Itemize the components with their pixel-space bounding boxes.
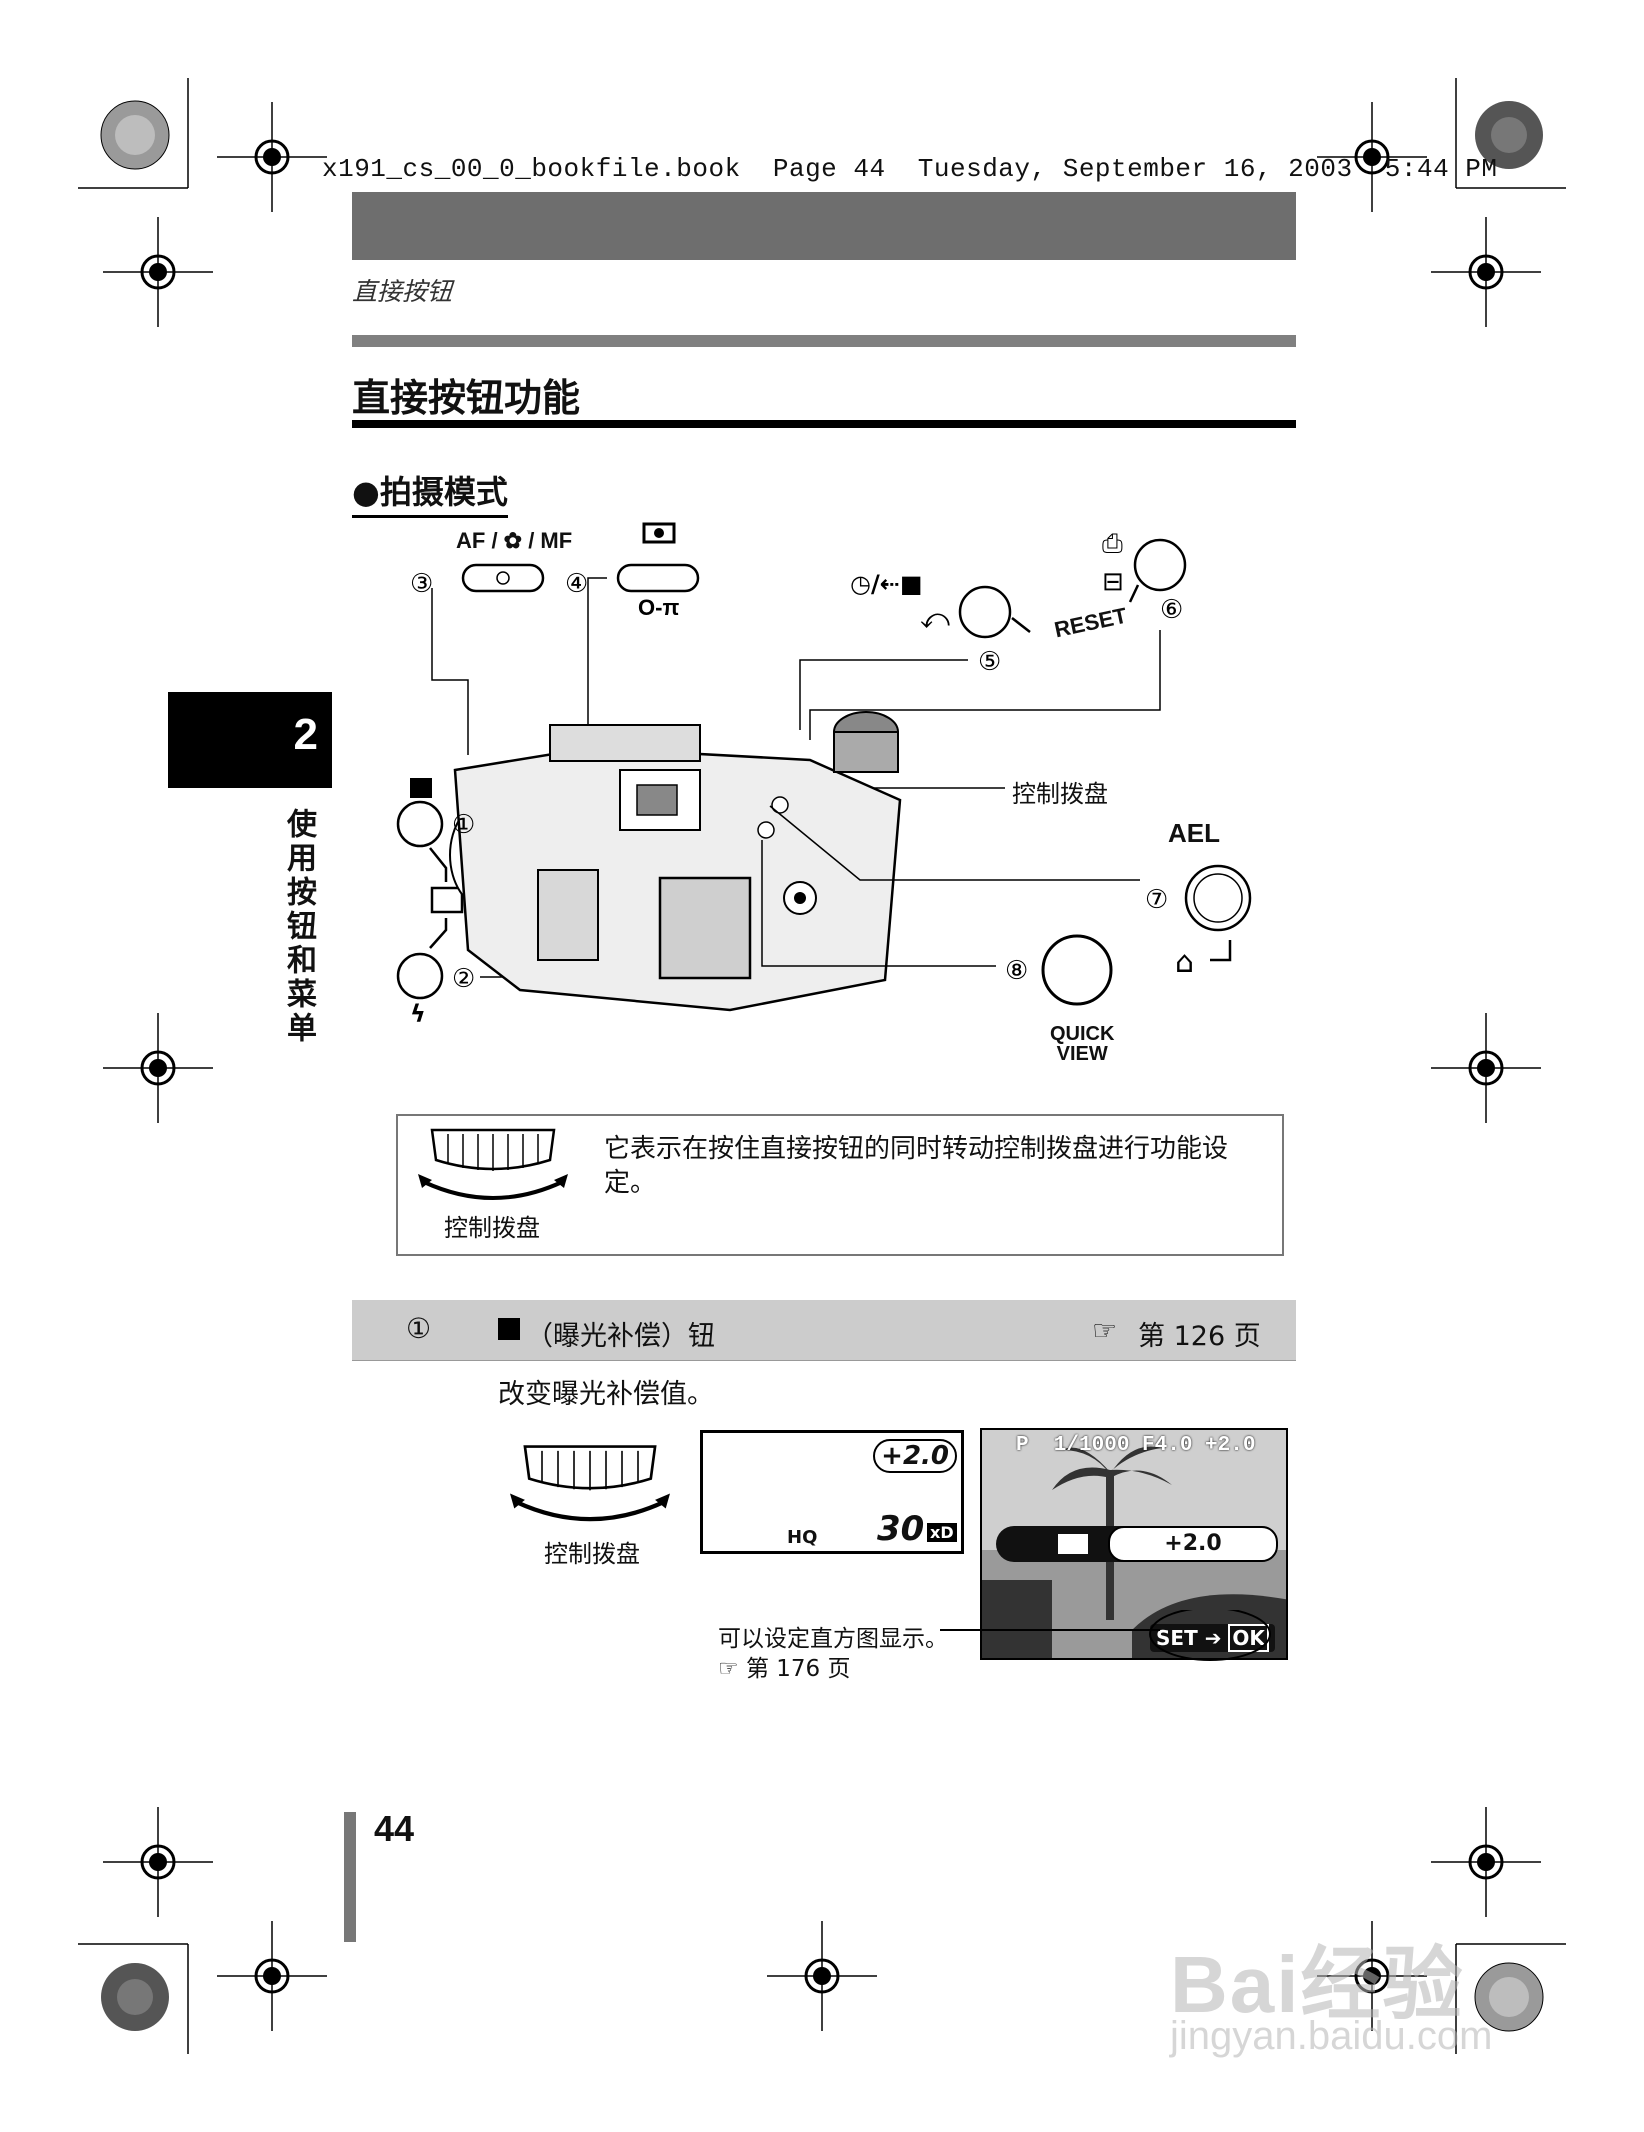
flash-button (396, 952, 444, 1000)
print-button (1133, 538, 1187, 592)
page-number: 44 (374, 1808, 415, 1849)
file-info: x191_cs_00_0_bookfile.book Page 44 Tuesd… (322, 154, 1498, 184)
title-rule (352, 420, 1296, 428)
svg-text:⑧: ⑧ (1005, 956, 1028, 986)
watermark-logo: Bai经验 (1170, 1940, 1465, 2029)
control-panel-lcd: +2.0 HQ 30 xD (700, 1430, 964, 1554)
svg-text:⑥: ⑥ (1160, 595, 1183, 625)
pointing-hand-icon: ☞ (718, 1656, 739, 1682)
histogram-pointer (940, 1610, 1271, 1661)
svg-text:②: ② (452, 964, 475, 994)
control-dial-icon (418, 1128, 568, 1200)
chapter-number: 2 (293, 710, 318, 759)
flash-comp-icon (430, 886, 464, 914)
exposure-comp-icon (1058, 1534, 1088, 1554)
af-mf-label: AF / ✿ / MF (456, 528, 573, 553)
rotate-icon: ⤺ (920, 602, 950, 635)
ael-label: AEL (1168, 818, 1220, 848)
exposure-comp-overlay: +2.0 (996, 1526, 1278, 1562)
chapter-label: 使用按钮和菜单 (281, 808, 316, 1046)
page-title: 直接按钮功能 (352, 376, 581, 420)
lcd-media: xD (927, 1523, 957, 1542)
camera-diagram: O-π ◷/⇠■ ⤺ ⎙ ⊟ ϟ ⌂ (396, 522, 1252, 1028)
self-timer-button (958, 585, 1012, 639)
note-box (396, 1114, 1284, 1256)
row-page-ref: 第 126 页 (1138, 1321, 1261, 1352)
svg-text:①: ① (452, 810, 475, 840)
monitor-screen: P 1/1000 F4.0 +2.0 +2.0 SET ➔ OK (980, 1428, 1288, 1660)
arrow-right-icon: ➔ (1204, 1626, 1222, 1650)
ok-label: OK (1228, 1624, 1269, 1652)
self-timer-icon: ◷/⇠■ (850, 570, 923, 598)
lock-icon: O-π (638, 595, 679, 620)
breadcrumb: 直接按钮 (352, 277, 453, 306)
pointing-hand-icon: ☞ (1092, 1314, 1118, 1347)
erase-icon: ⌂ (1175, 945, 1194, 980)
svg-text:⑦: ⑦ (1145, 885, 1168, 915)
screen-comp-value: +2.0 (1108, 1526, 1278, 1562)
camera-illustration (449, 711, 902, 1012)
print-order-icon: ⎙ (1102, 529, 1123, 559)
svg-text:④: ④ (565, 569, 588, 599)
flash-icon: ϟ (410, 1000, 426, 1028)
histogram-note: 可以设定直方图显示。 ☞ 第 176 页 (718, 1624, 948, 1684)
note-dial-label: 控制拨盘 (444, 1214, 540, 1242)
row-title: （曝光补偿）钮 (526, 1321, 715, 1352)
svg-text:⑤: ⑤ (978, 647, 1001, 677)
section-divider (352, 335, 1296, 347)
header-bar (352, 192, 1296, 260)
quick-view-button (1041, 934, 1113, 1006)
page-number-bar (344, 1812, 356, 1942)
exposure-comp-button (396, 800, 444, 848)
exposure-comp-icon (410, 778, 432, 798)
chapter-tab: 2 (168, 692, 332, 788)
control-dial-icon (510, 1445, 670, 1522)
quick-view-label: QUICK VIEW (1050, 1023, 1115, 1065)
metering-button (616, 563, 700, 593)
histogram-note-text: 可以设定直方图显示。 (718, 1626, 948, 1652)
set-label: SET (1156, 1626, 1198, 1650)
exposure-comp-icon (498, 1318, 520, 1340)
lcd-frame-count: 30 (877, 1509, 925, 1549)
screen-info-bar: P 1/1000 F4.0 +2.0 (1016, 1434, 1256, 1457)
lower-dial-label: 控制拨盘 (544, 1540, 640, 1568)
watermark-url: jingyan.baidu.com (1170, 2014, 1493, 2058)
af-mf-button (461, 563, 545, 593)
subsection-title: ●拍摄模式 (352, 467, 508, 518)
svg-text:③: ③ (410, 569, 433, 599)
lcd-comp-value: +2.0 (873, 1439, 957, 1473)
control-dial-label: 控制拨盘 (1012, 781, 1108, 808)
row-number: ① (406, 1312, 432, 1345)
histogram-page-ref: 第 176 页 (745, 1656, 851, 1682)
set-ok-indicator: SET ➔ OK (1150, 1624, 1275, 1652)
printer-icon: ⊟ (1102, 567, 1124, 597)
note-text: 它表示在按住直接按钮的同时转动控制拨盘进行功能设定。 (604, 1134, 1229, 1198)
lcd-quality: HQ (787, 1527, 818, 1548)
row-description: 改变曝光补偿值。 (498, 1379, 714, 1410)
